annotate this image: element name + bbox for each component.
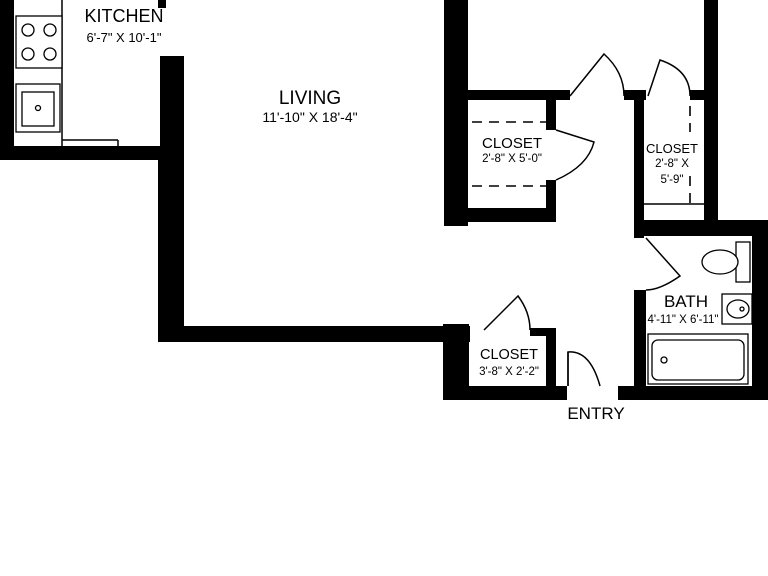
toilet-icon [701,241,751,283]
wall-kitchen-bottom [0,146,178,160]
wall-bath-top [634,220,768,236]
bathtub-icon [647,333,749,385]
wall-closet-right-top [690,90,716,100]
wall-closet-upper-right-top [546,90,556,130]
wall-partition-stub [158,0,166,8]
dims-closet-right-1: 2'-8" X [655,158,689,170]
wall-right-upper [704,0,718,232]
door-swing-hall-left [569,52,625,97]
wall-living-bottom [158,326,470,342]
wall-closet-lower-top [530,328,556,336]
door-swing-hall-right [647,59,691,97]
bath-fixtures [647,241,753,385]
wall-partition [160,56,184,160]
closet-shelves [472,106,704,205]
wall-bath-right [752,220,768,400]
dims-closet-lower: 3'-8" X 2'-2" [479,366,539,378]
door-swing-closet-lower [483,294,531,331]
dims-living: 11'-10" X 18'-4" [262,109,357,125]
wall-living-left [158,146,184,342]
door-swing-bath [645,237,682,291]
stove-icon [15,15,63,69]
label-closet-lower: CLOSET [480,347,538,363]
wall-center-upper [444,0,468,226]
dims-closet-upper: 2'-8" X 5'-0" [482,153,542,165]
wall-closet-right-left [634,90,644,238]
label-kitchen: KITCHEN [84,6,163,26]
wall-bath-bottom [618,386,768,400]
label-living: LIVING [279,88,341,109]
door-swing-entry [567,351,601,387]
bath-sink-icon [721,293,753,325]
label-entry: ENTRY [567,404,624,423]
wall-closet-lower-right [546,330,556,400]
wall-closet-upper-top [444,90,556,100]
door-swing-closet-upper [555,129,595,181]
wall-bath-left [634,290,646,400]
kitchen-fixtures [15,15,63,133]
dims-closet-right-2: 5'-9" [661,174,684,186]
wall-hall-stub-left [556,90,570,100]
wall-closet-upper-right-bottom [546,180,556,222]
label-closet-upper: CLOSET [482,135,542,152]
room-labels: KITCHEN 6'-7" X 10'-1" LIVING 11'-10" X … [84,6,718,423]
dims-kitchen: 6'-7" X 10'-1" [87,30,162,45]
label-closet-right: CLOSET [646,141,698,156]
dims-bath: 4'-11" X 6'-11" [648,314,719,326]
wall-closet-upper-bottom [468,208,556,222]
wall-closet-lower-bottom [443,386,567,400]
walls [0,0,768,400]
wall-kitchen-left [0,0,14,160]
label-bath: BATH [664,292,708,311]
sink-icon [15,83,61,133]
